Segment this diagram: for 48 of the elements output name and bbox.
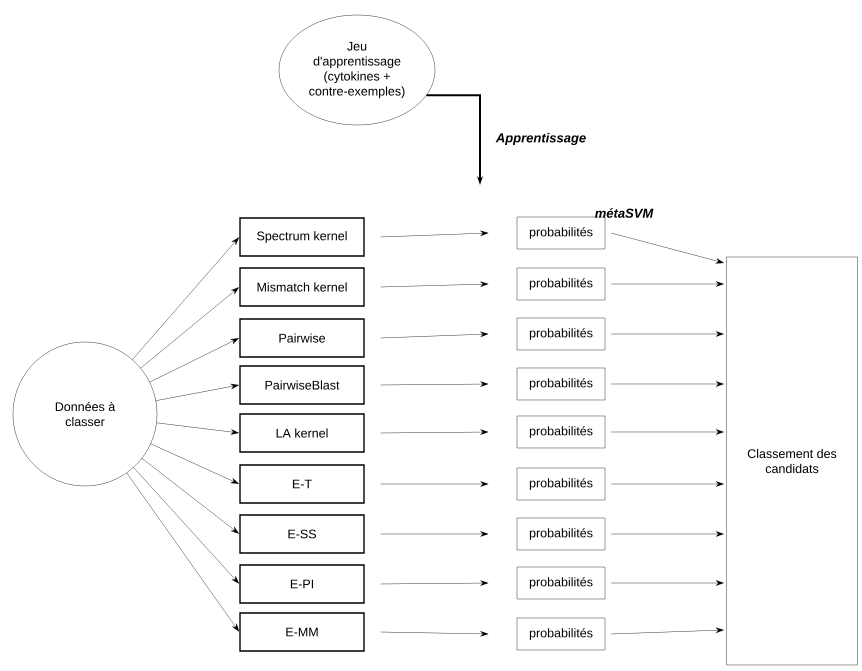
arrow [380,381,488,387]
probability-box: probabilités [516,518,606,550]
arrow [132,237,240,360]
method-box: E-T [239,464,365,504]
probability-box: probabilités [516,618,606,650]
method-box: Spectrum kernel [239,217,365,257]
arrow [611,481,724,487]
arrow [380,429,488,435]
arrow [611,281,724,287]
arrow [380,631,488,637]
probability-box: probabilités [516,416,606,448]
method-box: Pairwise [239,318,365,358]
method-box: E-PI [239,564,365,604]
arrow [140,287,240,368]
arrow [611,331,724,337]
method-box: Mismatch kernel [239,267,365,307]
method-box: PairwiseBlast [239,365,365,405]
arrow [380,481,488,487]
arrow [142,458,239,534]
arrow [380,332,488,338]
arrow [611,580,724,586]
arrow [611,429,724,435]
ranking-box: Classement des candidats [726,256,858,666]
arrow [150,338,239,382]
arrow [133,467,240,584]
method-box: E-MM [239,612,365,652]
method-box: LA kernel [239,413,365,453]
arrow [611,628,724,634]
arrow [380,281,488,288]
annotation: métaSVM [594,208,654,218]
arrow [156,384,239,401]
edge-label: Apprentissage [496,132,586,146]
arrow [126,472,240,632]
arrow [380,580,488,586]
probability-box: probabilités [516,268,606,300]
arrow [380,230,488,238]
probability-box: probabilités [516,566,606,600]
probability-box: probabilités [516,216,606,250]
probability-box: probabilités [516,318,606,350]
arrow [611,232,724,264]
arrow [611,381,724,387]
arrow [380,531,488,537]
arrow [156,422,239,435]
arrow [150,444,239,484]
method-box: E-SS [239,514,365,554]
arrow [611,531,724,537]
probability-box: probabilités [516,468,606,500]
probability-box: probabilités [516,368,606,400]
